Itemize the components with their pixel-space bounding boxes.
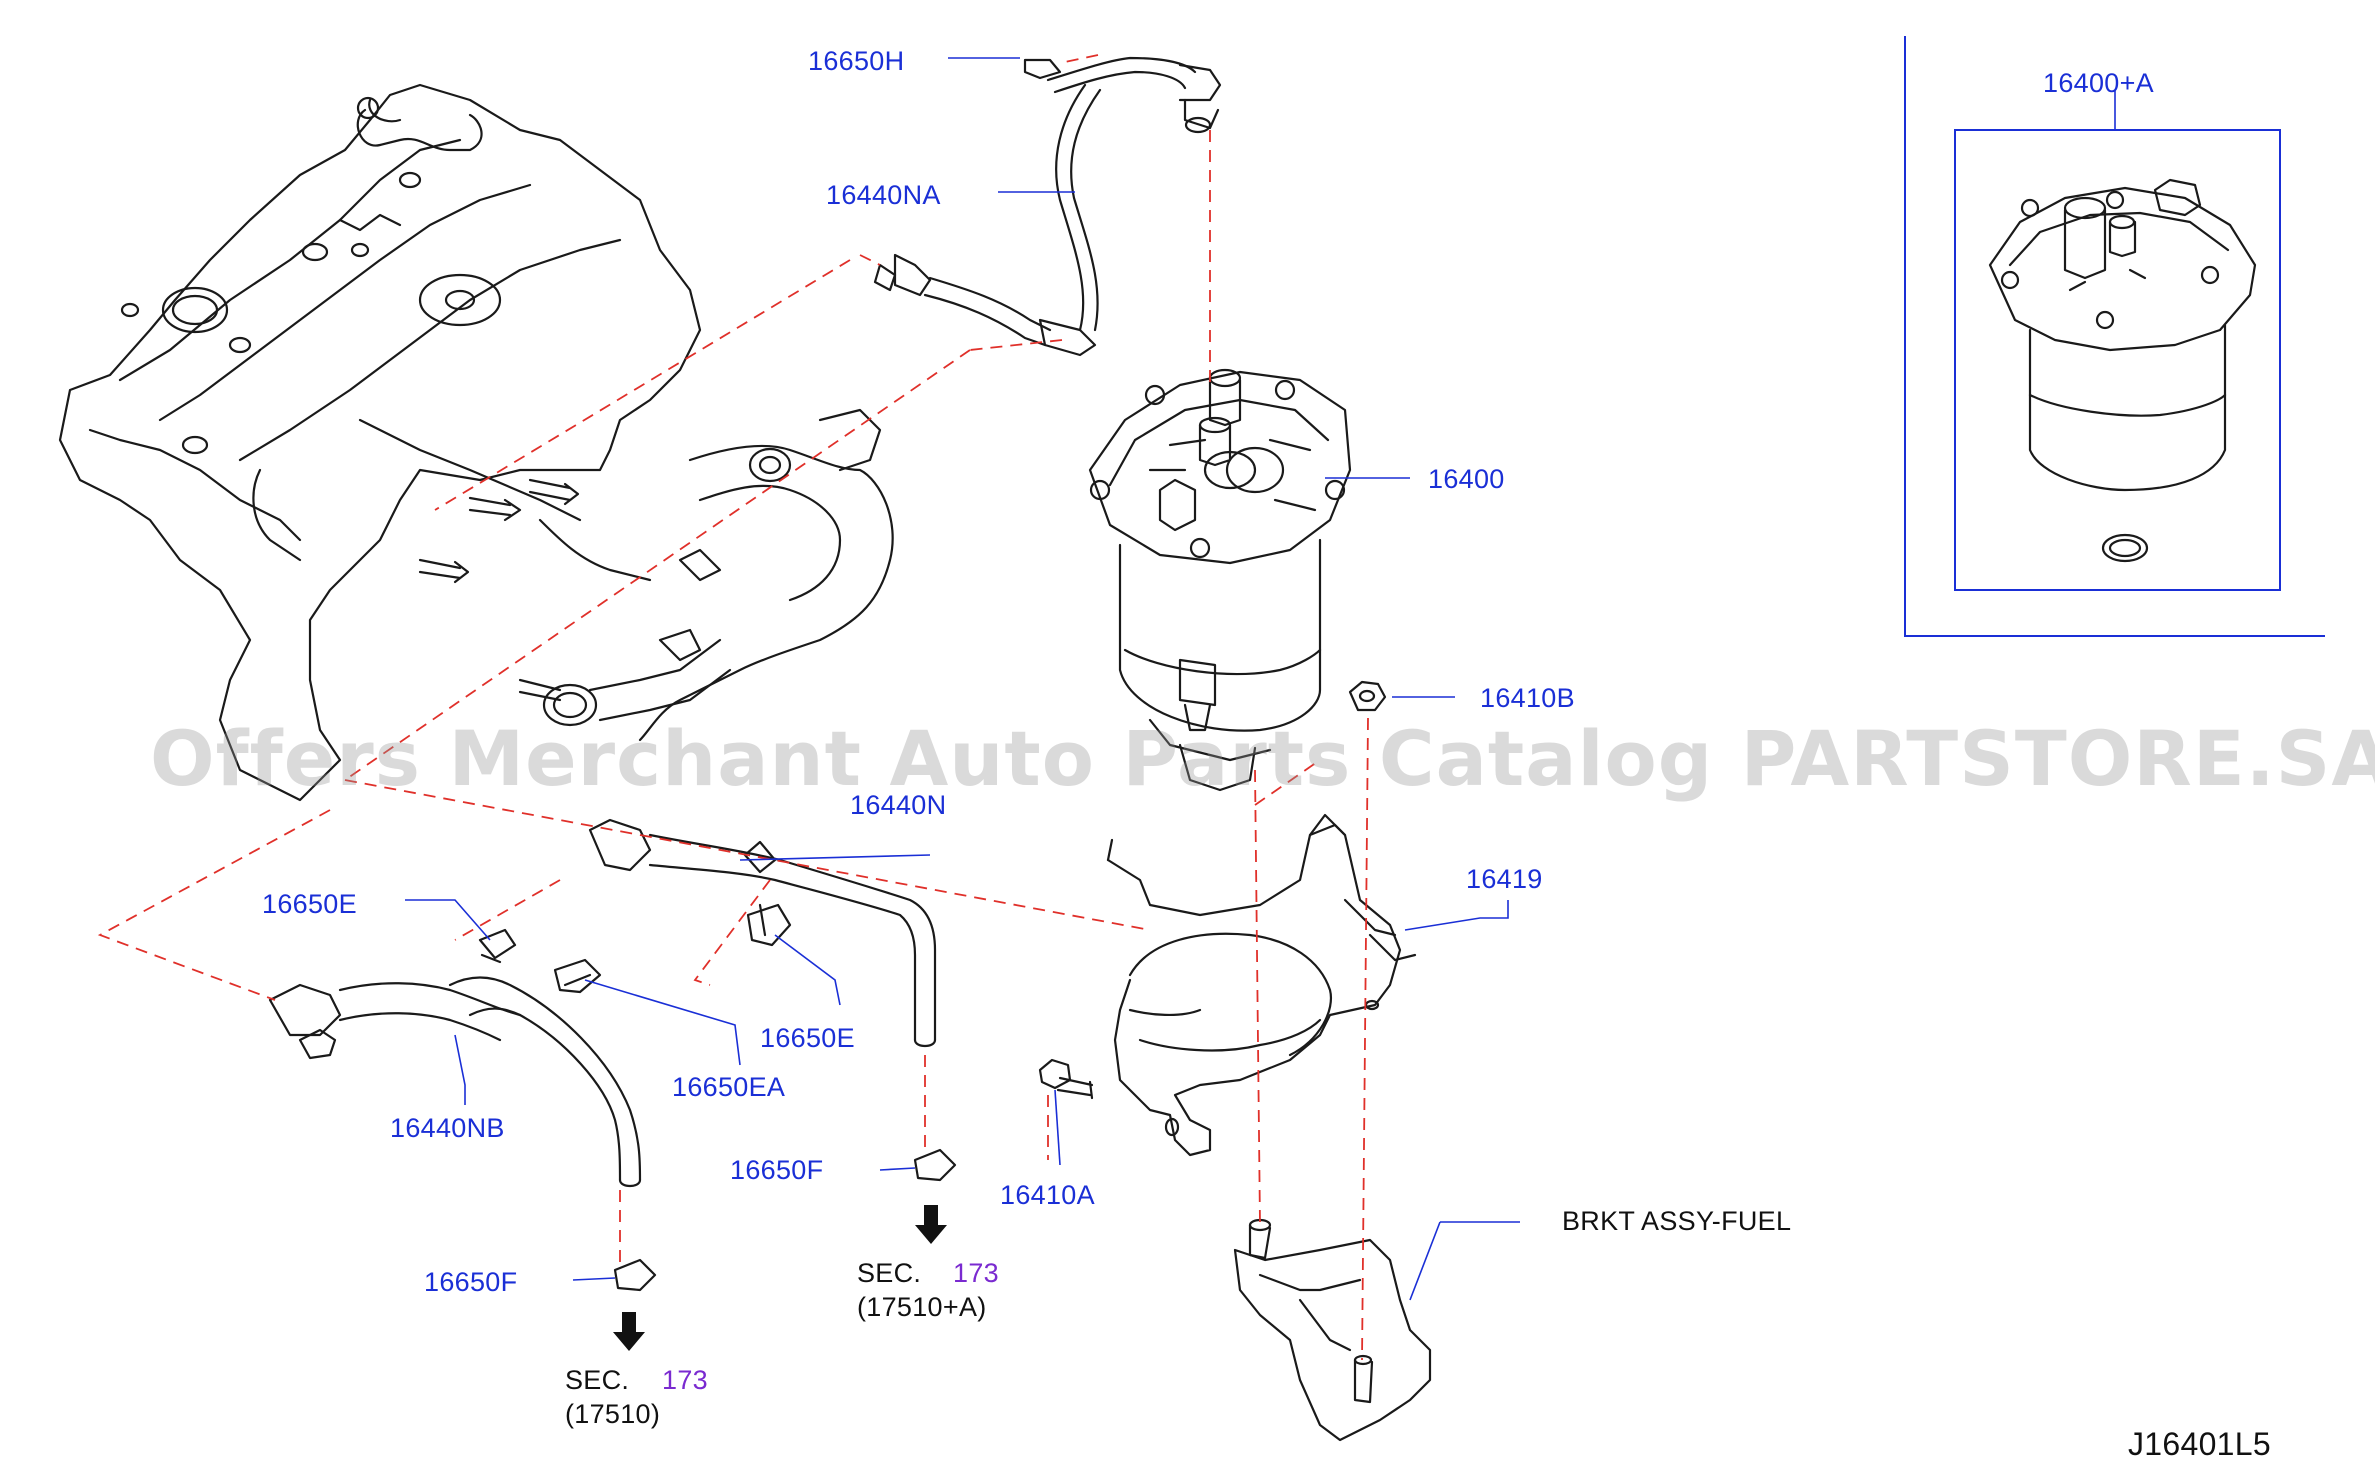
label-16400A[interactable]: 16400+A [2043,68,2154,98]
sec-ref-b-sub: (17510) [565,1399,661,1429]
bracket-assy-fuel-drawing [1233,1218,1432,1442]
label-16440NB[interactable]: 16440NB [390,1113,505,1143]
alignment-lines [97,54,1369,1361]
label-16410B[interactable]: 16410B [1480,683,1575,713]
sec-ref-a-sub: (17510+A) [857,1292,987,1322]
diagram-code: J16401L5 [2128,1426,2271,1462]
label-16440N[interactable]: 16440N [850,790,947,820]
label-16650EA[interactable]: 16650EA [672,1072,786,1102]
label-16419[interactable]: 16419 [1466,864,1543,894]
label-16650F-mid[interactable]: 16650F [730,1155,824,1185]
sec-ref-b-number[interactable]: 173 [662,1365,708,1395]
label-16410A[interactable]: 16410A [1000,1180,1095,1210]
fuel-filter-kit-16400A-drawing [1988,178,2257,563]
label-16400[interactable]: 16400 [1428,464,1505,494]
label-16650E-left[interactable]: 16650E [262,889,357,919]
fuel-filter-16400-drawing [1088,368,1352,792]
hose-16440NB-drawing [268,976,642,1188]
sec-ref-a-label: SEC. [857,1258,922,1288]
engine-assembly-drawing [58,83,894,802]
label-16650F-low[interactable]: 16650F [424,1267,518,1297]
bracket-16419-drawing [1106,813,1417,1157]
arrow-down-icon [613,1312,645,1351]
label-16440NA[interactable]: 16440NA [826,180,941,210]
label-brkt-assy-fuel[interactable]: BRKT ASSY-FUEL [1562,1206,1792,1236]
sec-ref-b-label: SEC. [565,1365,630,1395]
leader-lines [405,57,2116,1301]
hose-16440NA-drawing [873,56,1222,357]
small-parts-drawing [478,680,1387,1292]
arrow-down-icon [915,1205,947,1244]
label-16650E-right[interactable]: 16650E [760,1023,855,1053]
hose-16440N-drawing [588,818,937,1048]
sec-ref-a-number[interactable]: 173 [953,1258,999,1288]
inset-frame [1904,36,2325,637]
watermark: Offers Merchant Auto Parts Catalog PARTS… [150,714,2375,803]
label-16650H[interactable]: 16650H [808,46,905,76]
